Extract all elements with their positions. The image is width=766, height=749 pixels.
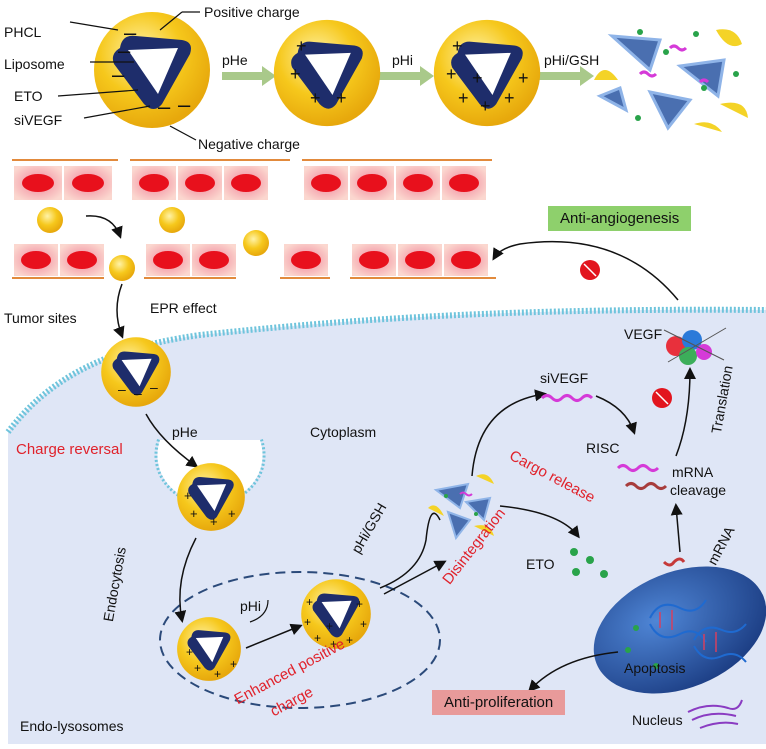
label-vegf: VEGF	[624, 326, 663, 342]
np-tumor-negative: – – –	[101, 337, 171, 407]
svg-text:+: +	[480, 96, 491, 116]
svg-text:–: –	[118, 381, 126, 397]
risc-complex	[616, 464, 668, 490]
legend-liposome: Liposome	[4, 56, 65, 72]
label-charge-reversal: Charge reversal	[16, 441, 123, 458]
svg-text:–: –	[158, 94, 171, 119]
er-structure	[687, 699, 743, 729]
anti-angiogenesis-box: Anti-angiogenesis	[548, 206, 692, 231]
top-step-phe: pHe	[222, 52, 248, 68]
top-step-phi: pHi	[392, 52, 414, 68]
cell-membrane	[5, 306, 766, 434]
label-endo-lysosomes: Endo-lysosomes	[20, 718, 124, 734]
svg-text:+: +	[326, 619, 333, 633]
svg-text:+: +	[228, 506, 236, 521]
label-risc: RISC	[586, 440, 620, 456]
legend-eto: ETO	[14, 88, 43, 104]
label-mrna-cleavage-2: cleavage	[670, 482, 727, 498]
svg-text:+: +	[360, 617, 367, 631]
blood-vessel	[12, 159, 496, 281]
legend-sivegf: siVEGF	[14, 112, 63, 128]
svg-text:+: +	[518, 68, 529, 88]
svg-text:+: +	[310, 88, 321, 108]
svg-text:+: +	[458, 88, 469, 108]
label-tumor-sites: Tumor sites	[4, 310, 77, 326]
svg-text:+: +	[346, 633, 353, 647]
endo-lysosome-membrane	[159, 571, 441, 709]
label-epr-effect: EPR effect	[150, 300, 217, 316]
svg-text:–: –	[178, 92, 191, 117]
top-step-phi-gsh: pHi/GSH	[544, 52, 600, 68]
anti-proliferation-box: Anti-proliferation	[432, 690, 566, 715]
svg-text:–: –	[134, 385, 142, 401]
label-phe: pHe	[172, 424, 198, 440]
legend-phcl: PHCL	[4, 24, 42, 40]
svg-text:+: +	[214, 667, 221, 681]
svg-text:+: +	[190, 506, 198, 521]
svg-text:+: +	[210, 514, 218, 529]
eto-dots	[570, 548, 608, 578]
nucleus	[593, 557, 766, 694]
svg-text:+: +	[446, 64, 457, 84]
legend-nanoparticle: – – – – –	[94, 12, 210, 128]
svg-text:+: +	[336, 88, 347, 108]
np-endosome-right: +++ +++ ++	[301, 579, 371, 651]
label-apoptosis: Apoptosis	[624, 660, 686, 676]
disintegrated-particle-top	[594, 29, 748, 132]
label-cytoplasm: Cytoplasm	[310, 424, 377, 440]
svg-text:+: +	[194, 661, 201, 675]
svg-text:+: +	[330, 637, 337, 651]
legend-positive-charge: Positive charge	[204, 4, 300, 20]
svg-text:+: +	[184, 488, 192, 503]
svg-text:+: +	[230, 657, 237, 671]
svg-text:–: –	[150, 379, 158, 395]
svg-text:+: +	[356, 597, 363, 611]
svg-text:+: +	[314, 631, 321, 645]
svg-text:–: –	[118, 38, 131, 63]
legend-negative-charge: Negative charge	[198, 136, 300, 152]
inhibit-icon-mid	[652, 388, 672, 408]
sivegf-strand	[540, 394, 594, 402]
svg-text:–: –	[112, 62, 125, 87]
svg-text:–: –	[124, 20, 137, 45]
svg-text:+: +	[186, 645, 193, 659]
svg-text:+: +	[504, 88, 515, 108]
label-sivegf: siVEGF	[540, 370, 589, 386]
label-mrna-cleavage-1: mRNA	[672, 464, 714, 480]
label-eto: ETO	[526, 556, 555, 572]
svg-text:+: +	[472, 68, 483, 88]
np-charge-reversed: + + + +	[177, 463, 245, 531]
svg-text:+: +	[306, 595, 313, 609]
svg-text:+: +	[296, 36, 307, 56]
svg-text:+: +	[290, 64, 301, 84]
np-endosome-left: + + + +	[177, 617, 241, 681]
svg-text:+: +	[452, 36, 463, 56]
inhibit-icon-top	[580, 260, 600, 280]
vegf-protein	[663, 327, 727, 365]
label-nucleus: Nucleus	[632, 712, 683, 728]
disintegrated-particle-cell	[428, 474, 494, 541]
label-phi: pHi	[240, 598, 262, 614]
svg-text:+: +	[304, 615, 311, 629]
